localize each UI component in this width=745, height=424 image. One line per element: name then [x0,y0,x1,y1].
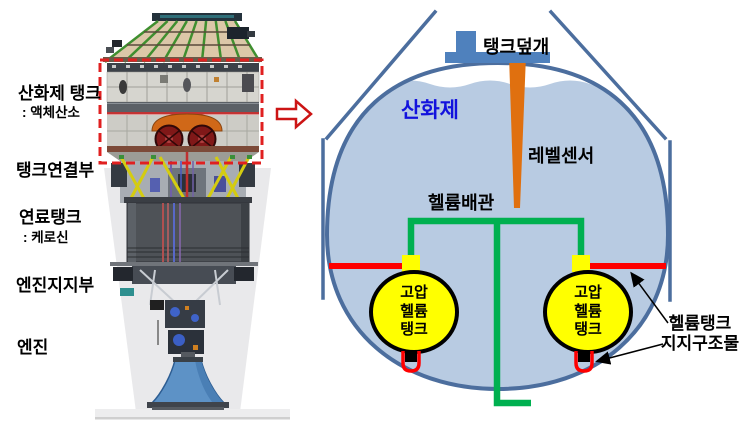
pointer-arrows [595,271,669,365]
oxidizer-tank-sub-label: : 액체산소 [22,105,80,120]
tank-outline [324,60,671,392]
rocket-illustration [95,13,290,420]
fuel-tank-label: 연료탱크 [19,208,82,227]
base-line [95,417,290,420]
level-sensor-rod [509,55,526,208]
base-strip [95,409,290,418]
support-bracket-left [401,351,421,373]
engine-label: 엔진 [17,338,49,357]
fuel-tank-sub-label: : 케로신 [23,230,69,245]
upper-cone [103,20,262,63]
helium-tank-left-label: 고압 헬륨 탱크 [400,284,428,338]
avionics-knob [247,31,255,37]
helium-support-label: 헬륨탱크 지지구조물 [660,314,740,353]
level-sensor-label: 레벨센서 [528,146,595,166]
support-bracket-right [574,351,594,373]
support-rail-left [329,263,404,269]
tank-connection-label: 탱크연결부 [16,161,95,180]
left-fitting2 [106,47,114,53]
oxidizer-tank-label: 산화제 탱크 [18,84,101,103]
engine-nozzle [147,352,229,410]
oxidizer-label: 산화제 [401,99,459,122]
oxidizer-tank-section [106,63,260,161]
helium-connector-left [402,255,420,272]
tank-connection-section [111,152,255,205]
engine-support-section [113,266,254,354]
left-fitting [112,40,122,47]
tank-cover-label: 탱크덮개 [483,37,550,57]
support-rail-right [588,263,666,269]
helium-tank-right-label: 고압 헬륨 탱크 [574,284,602,338]
tank-schematic [321,9,672,407]
fairing-cone-lines [321,9,672,302]
avionics-box [227,27,249,39]
helium-connector-right [572,255,590,272]
zoom-arrow-icon [275,98,313,130]
tank-fans [154,124,217,154]
helium-pipe-label: 헬륨배관 [428,193,495,213]
helium-pipe-lines [407,217,585,407]
payload-ring-stripe [160,15,234,18]
fuel-tank-section [110,197,258,266]
engine-support-label: 엔진지지부 [16,276,95,295]
tank-cover-shape [445,31,550,63]
red-dashed-box [98,58,264,165]
